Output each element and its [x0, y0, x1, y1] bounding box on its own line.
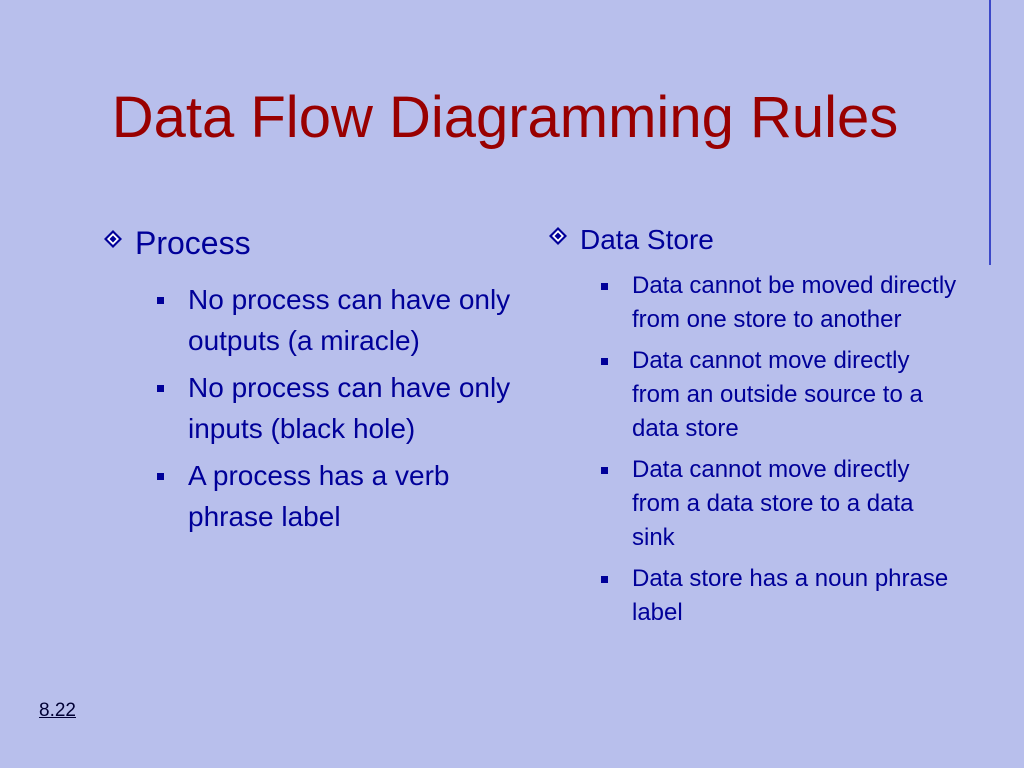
square-bullet-icon — [157, 385, 164, 392]
list-item-text: Data store has a noun phrase label — [632, 565, 949, 626]
list-item-text: Data cannot be moved directly from one s… — [632, 272, 957, 333]
process-heading: Process — [104, 222, 524, 264]
list-item: Data cannot be moved directly from one s… — [601, 269, 959, 337]
process-heading-label: Process — [135, 225, 251, 261]
list-item: A process has a verb phrase label — [157, 455, 524, 537]
square-bullet-icon — [157, 473, 164, 480]
list-item-text: Data cannot move directly from an outsid… — [632, 347, 923, 442]
list-item-text: Data cannot move directly from a data st… — [632, 456, 914, 551]
list-item-text: No process can have only outputs (a mira… — [188, 284, 511, 356]
list-item-text: No process can have only inputs (black h… — [188, 372, 511, 444]
list-item: Data store has a noun phrase label — [601, 562, 959, 630]
process-column: Process No process can have only outputs… — [104, 222, 524, 543]
data-store-heading: Data Store — [549, 221, 959, 259]
list-item: Data cannot move directly from a data st… — [601, 453, 959, 555]
data-store-heading-label: Data Store — [580, 224, 714, 255]
page-number: 8.22 — [39, 700, 76, 721]
list-item: No process can have only outputs (a mira… — [157, 279, 524, 361]
list-item: No process can have only inputs (black h… — [157, 367, 524, 449]
data-store-rules-list: Data cannot be moved directly from one s… — [601, 269, 959, 630]
square-bullet-icon — [601, 283, 608, 290]
square-bullet-icon — [601, 467, 608, 474]
square-bullet-icon — [601, 576, 608, 583]
list-item: Data cannot move directly from an outsid… — [601, 344, 959, 446]
square-bullet-icon — [157, 297, 164, 304]
diamond-icon — [104, 230, 122, 248]
slide-title: Data Flow Diagramming Rules — [111, 85, 899, 150]
list-item-text: A process has a verb phrase label — [188, 460, 450, 532]
process-rules-list: No process can have only outputs (a mira… — [157, 279, 524, 537]
data-store-column: Data Store Data cannot be moved directly… — [549, 221, 959, 637]
diamond-icon — [549, 227, 567, 245]
vertical-rule — [989, 0, 991, 265]
square-bullet-icon — [601, 358, 608, 365]
